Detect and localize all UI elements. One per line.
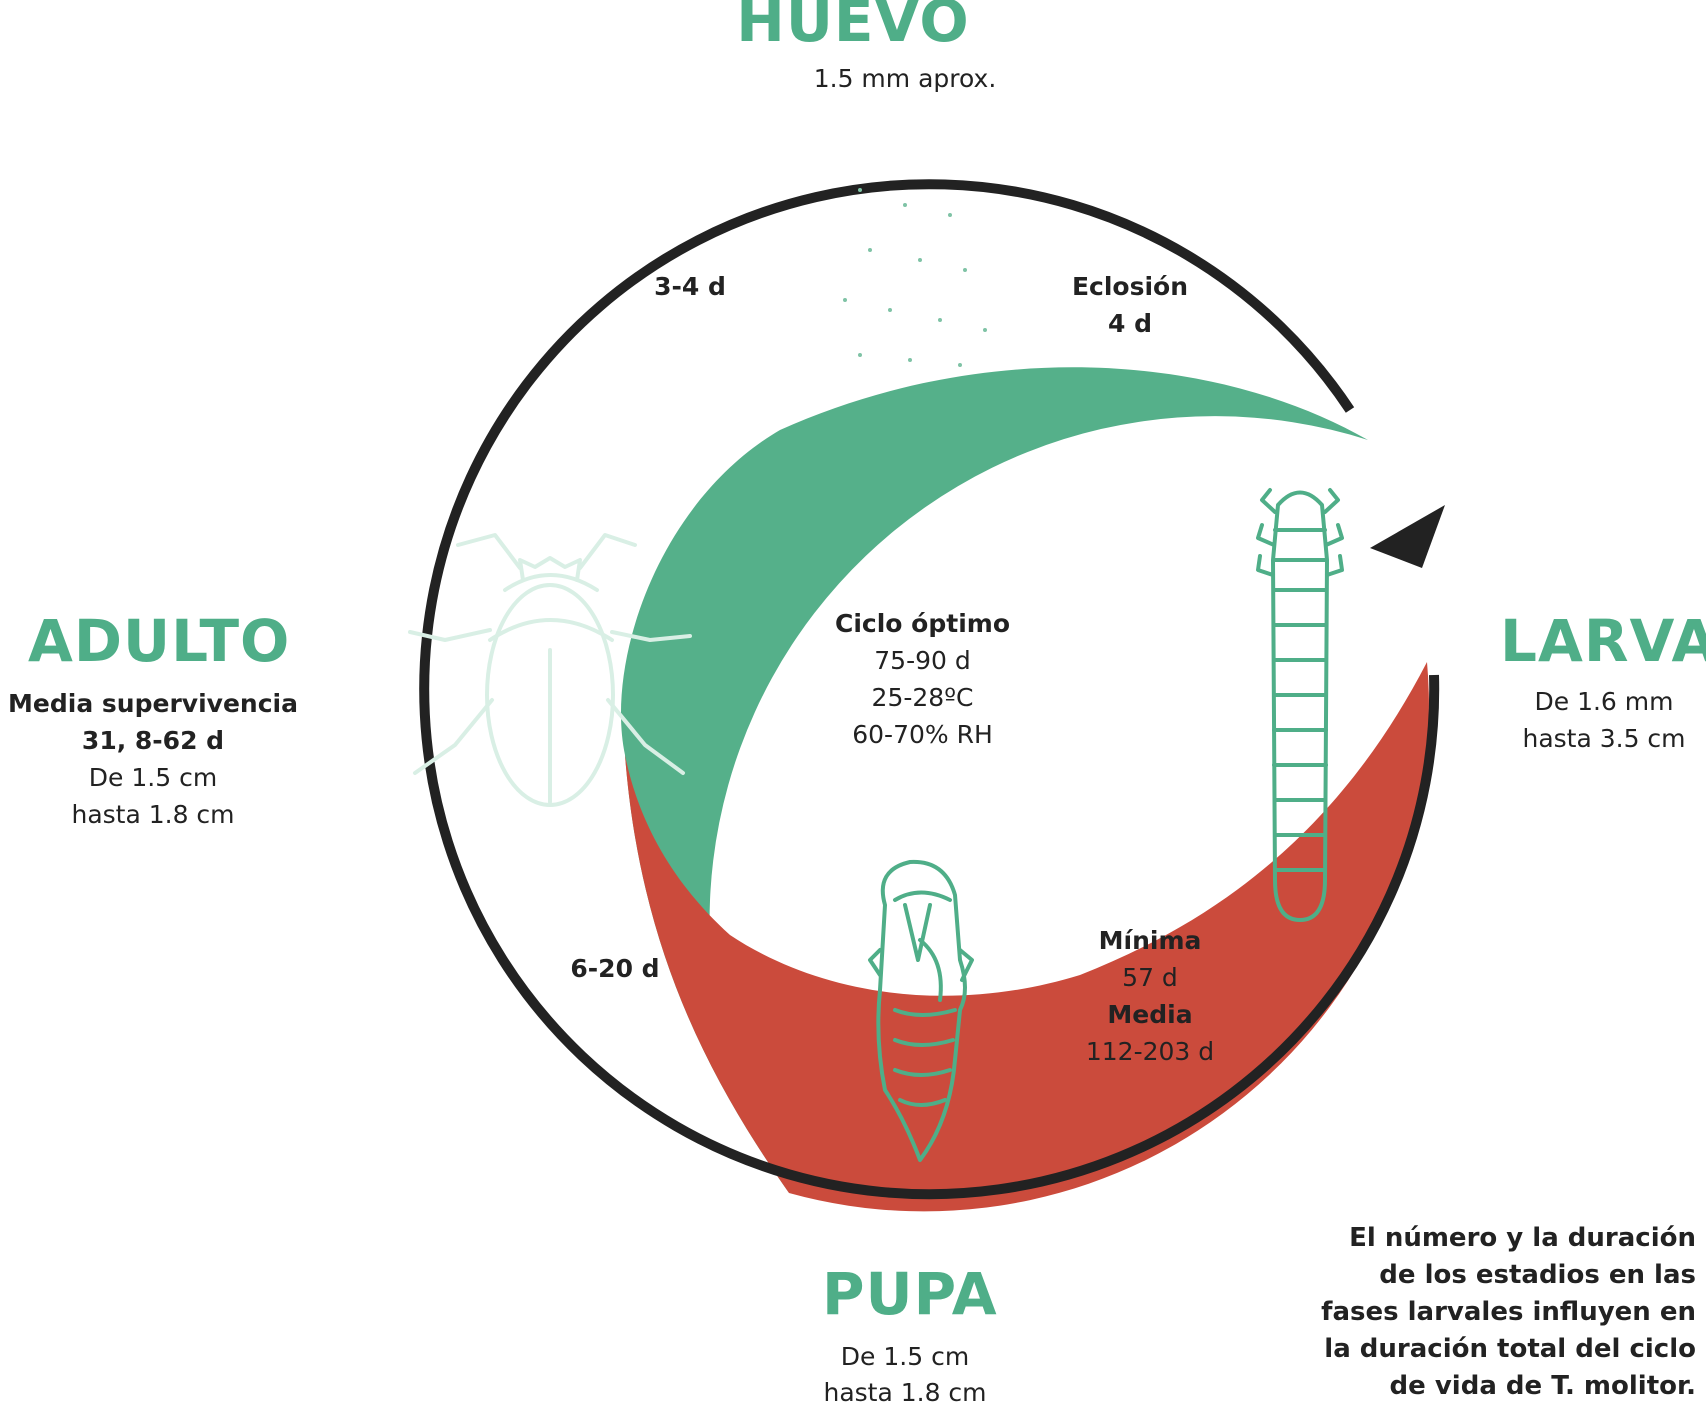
footnote-line: fases larvales influyen en [1321, 1297, 1696, 1327]
optimal-cycle-label: Ciclo óptimo [835, 609, 1010, 638]
adult-size-line2: hasta 1.8 cm [71, 800, 235, 829]
pupa-icon [868, 859, 974, 1162]
footnote-line: de los estadios en las [1379, 1260, 1696, 1290]
stage-title-larva: LARVA [1500, 607, 1706, 675]
optimal-cycle-humidity: 60-70% RH [852, 720, 993, 749]
stage-title-adulto: ADULTO [28, 607, 291, 675]
beetle-icon [408, 533, 692, 807]
hatching-value: 4 d [1108, 309, 1152, 338]
footnote-line: la duración total del ciclo [1324, 1334, 1696, 1364]
huevo-size: 1.5 mm aprox. [813, 64, 997, 93]
larva-min-label: Mínima [1098, 926, 1202, 955]
stage-title-huevo: HUEVO [736, 0, 970, 55]
larva-icon [1256, 488, 1344, 922]
optimal-cycle-temperature: 25-28ºC [871, 683, 974, 712]
stage-title-pupa: PUPA [822, 1260, 998, 1328]
duration-adult-to-egg: 3-4 d [654, 272, 726, 301]
larva-size-line1: De 1.6 mm [1534, 687, 1674, 716]
pupa-size-line1: De 1.5 cm [840, 1342, 970, 1371]
duration-pupa-to-adult: 6-20 d [570, 954, 660, 983]
adult-survival-value: 31, 8-62 d [81, 726, 225, 755]
red-band [625, 662, 1429, 1212]
footnote-line: de vida de T. molitor. [1389, 1371, 1696, 1401]
cycle-ring [419, 179, 1440, 1200]
adult-size-line1: De 1.5 cm [88, 763, 218, 792]
cycle-arrow-icon [1370, 505, 1445, 568]
footnote-line: El número y la duración [1349, 1223, 1696, 1253]
optimal-cycle-days: 75-90 d [874, 646, 971, 675]
egg-cluster-icon [843, 188, 987, 367]
larva-min-value: 57 d [1122, 963, 1178, 992]
larva-size-line2: hasta 3.5 cm [1522, 724, 1686, 753]
footnote: El número y la duración de los estadios … [1321, 1220, 1696, 1405]
pupa-size-line2: hasta 1.8 cm [823, 1378, 987, 1407]
larva-mean-label: Media [1107, 1000, 1193, 1029]
hatching-label: Eclosión [1071, 272, 1189, 301]
adult-survival-label: Media supervivencia [8, 689, 298, 718]
green-band [620, 367, 1368, 1193]
larva-mean-value: 112-203 d [1085, 1037, 1215, 1066]
